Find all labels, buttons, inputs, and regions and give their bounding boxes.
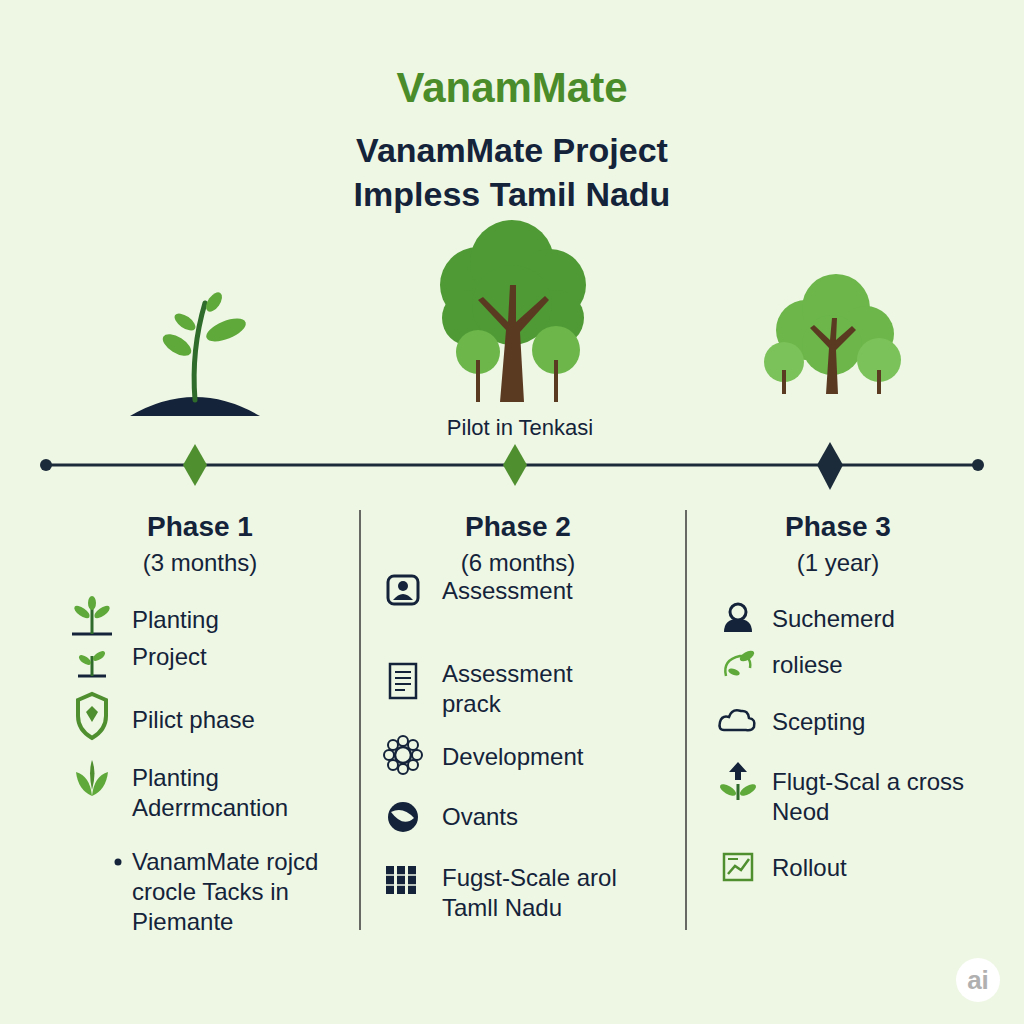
timeline <box>40 442 984 490</box>
task-item: Rollout <box>772 853 1012 883</box>
phase-heading: Phase 2 <box>398 510 638 544</box>
task-item: Planting Aderrmcantion <box>132 763 347 823</box>
bullet-note: VanamMate rojcd crocle Tacks in Piemante <box>132 847 347 937</box>
task-item: Planting <box>132 605 347 635</box>
task-item: Suchemerd <box>772 604 1012 634</box>
phase-duration: (6 months) <box>398 548 638 578</box>
phase-icons <box>384 576 422 894</box>
phase-heading: Phase 3 <box>718 510 958 544</box>
watermark: ai <box>953 964 1003 996</box>
task-item: Flugt-Scal a cross Neod <box>772 767 1012 827</box>
task-item: Project <box>132 642 347 672</box>
sprout-illustration <box>130 290 260 416</box>
phase-duration: (3 months) <box>80 548 320 578</box>
milestone-label: Pilot in Tenkasi <box>390 414 650 442</box>
task-item: Scepting <box>772 707 1012 737</box>
task-item: Pilict phase <box>132 705 347 735</box>
phase-icons <box>72 596 122 866</box>
task-item: Fugst-Scale arol Tamll Nadu <box>442 863 667 923</box>
subtitle: VanamMate Project Impless Tamil Nadu <box>290 128 734 216</box>
phase-heading: Phase 1 <box>80 510 320 544</box>
phase-icons <box>718 604 758 880</box>
column-divider <box>685 510 687 930</box>
task-item: Assessment prack <box>442 659 612 719</box>
column-divider <box>359 510 361 930</box>
task-item: Assessment <box>442 576 667 606</box>
phase-duration: (1 year) <box>718 548 958 578</box>
task-item: roliese <box>772 650 1012 680</box>
task-item: Development <box>442 742 667 772</box>
main-title: VanamMate <box>212 64 812 112</box>
task-item: Ovants <box>442 802 667 832</box>
tree-illustration <box>440 220 586 402</box>
trees-illustration <box>764 274 901 394</box>
